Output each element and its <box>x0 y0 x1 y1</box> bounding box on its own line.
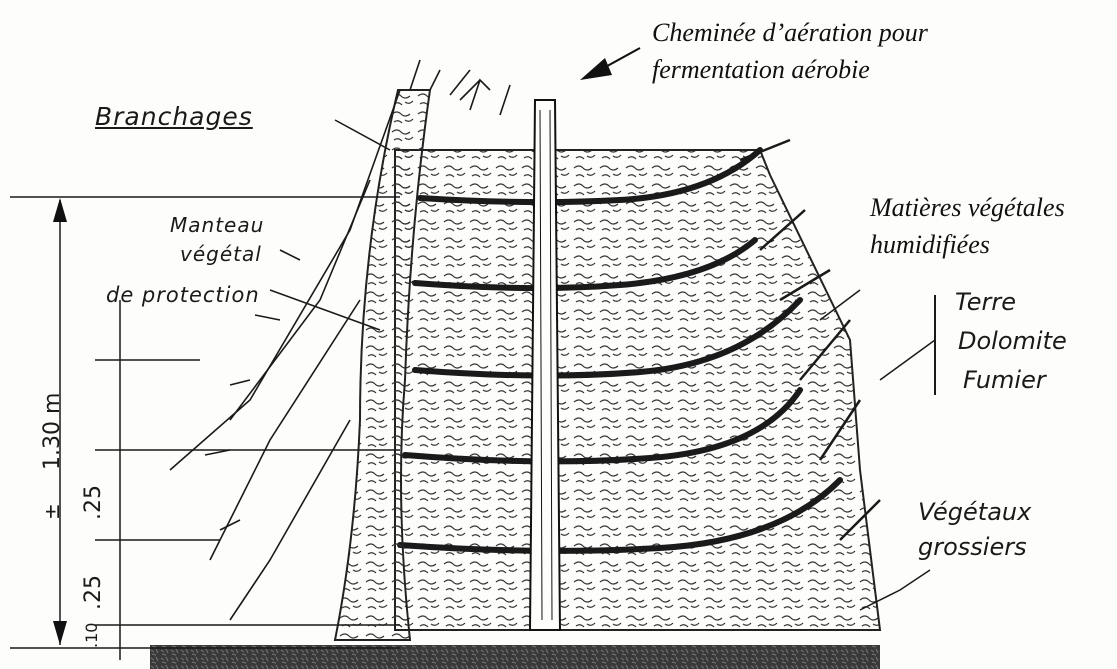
fumier-label: Fumier <box>963 366 1046 394</box>
dim-arrow-top <box>53 198 67 222</box>
matieres-label-line2: humidifiées <box>870 230 990 260</box>
dolomite-label: Dolomite <box>958 327 1067 355</box>
base-layer-height-label: .10 <box>82 623 101 648</box>
branchages-label: Branchages <box>95 102 253 131</box>
manteau-label-line3: de protection <box>106 283 260 307</box>
dimension-lines <box>10 197 400 660</box>
vegetaux-label-line2: grossiers <box>918 533 1027 561</box>
plus-minus-label: ± <box>40 503 64 520</box>
dim-arrow-bottom <box>53 621 67 645</box>
pile-body <box>395 150 880 630</box>
matieres-label-line1: Matières végétales <box>870 193 1065 223</box>
aeration-chimney <box>530 100 560 630</box>
total-height-label: 1.30 m <box>40 393 65 470</box>
layer-a-height-label: .25 <box>81 485 106 520</box>
layer-b-height-label: .25 <box>81 575 106 610</box>
manteau-label-line2: végétal <box>180 242 262 266</box>
manteau-label-line1: Manteau <box>170 213 264 237</box>
cheminee-label-line2: fermentation aérobie <box>652 55 870 85</box>
cheminee-label-line1: Cheminée d’aération pour <box>652 18 928 48</box>
terre-label: Terre <box>955 288 1016 316</box>
chimney-arrow-head <box>580 58 612 80</box>
vegetaux-label-line1: Végétaux <box>918 498 1031 526</box>
